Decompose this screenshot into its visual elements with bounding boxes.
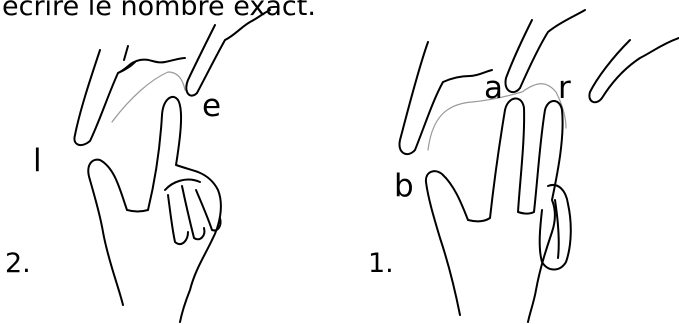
left-figure-number: 2. — [5, 248, 31, 279]
right-pointing-finger-2 — [505, 10, 585, 92]
left-letter-l: l — [33, 143, 42, 179]
left-figure: l e 2. — [5, 10, 270, 322]
left-pointing-finger-2 — [186, 10, 270, 96]
left-letter-e: e — [202, 88, 221, 124]
right-letter-a: a — [484, 70, 503, 106]
left-pointing-finger-1 — [74, 46, 135, 145]
left-folded-fingers — [165, 180, 221, 245]
right-pointing-finger-1 — [399, 42, 492, 154]
right-figure: b a r 1. — [368, 10, 679, 322]
left-pointing-finger-knuckles — [118, 58, 185, 73]
right-figure-number: 1. — [368, 248, 394, 279]
left-signing-hand — [88, 97, 221, 322]
right-pointing-finger-3 — [589, 38, 679, 102]
right-letter-b: b — [394, 168, 414, 204]
right-letter-r: r — [558, 70, 571, 106]
